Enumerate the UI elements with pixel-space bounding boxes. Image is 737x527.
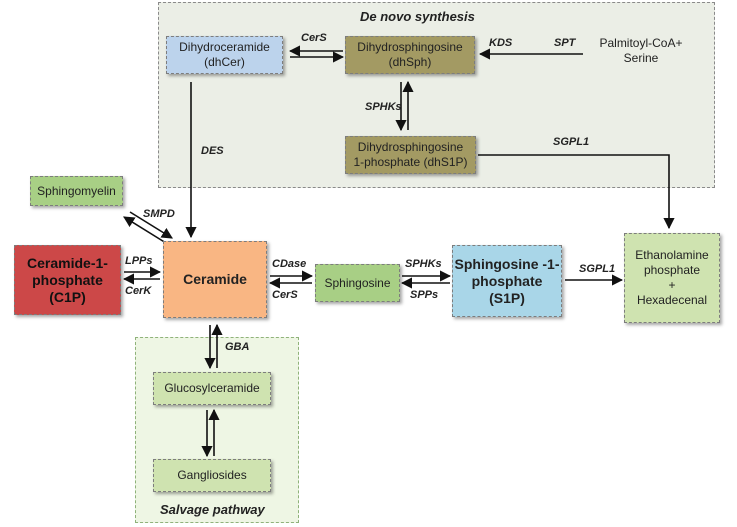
enzyme-spt: SPT: [554, 37, 576, 49]
node-gangliosides: Gangliosides: [153, 459, 271, 492]
enzyme-kds: KDS: [489, 37, 513, 49]
node-ceramide-1-phosphate: Ceramide-1-phosphate(C1P): [14, 245, 121, 315]
node-ceramide: Ceramide: [163, 241, 267, 318]
enzyme-smpd: SMPD: [143, 208, 175, 220]
arrow-dhs1p-to-ethanolamine: [478, 154, 675, 230]
node-palmitoyl-coa-serine: Palmitoyl-CoA+ Serine: [599, 36, 683, 65]
enzyme-gba: GBA: [225, 341, 250, 353]
enzyme-sgpl1-top: SGPL1: [553, 136, 590, 148]
arrow-sphingomyelin-to-ceramide: [129, 211, 173, 239]
node-sphingosine: Sphingosine: [315, 264, 400, 302]
enzyme-cers-mid: CerS: [272, 289, 298, 301]
enzyme-lpps: LPPs: [125, 255, 153, 267]
enzyme-des: DES: [201, 145, 224, 157]
salvage-pathway-label: Salvage pathway: [160, 502, 265, 517]
node-sphingosine-1-phosphate: Sphingosine -1-phosphate(S1P): [452, 245, 562, 317]
node-dihydroceramide: Dihydroceramide(dhCer): [166, 36, 283, 74]
node-sphingomyelin: Sphingomyelin: [30, 176, 123, 206]
enzyme-spps: SPPs: [410, 289, 439, 301]
enzyme-cers-top: CerS: [301, 32, 327, 44]
node-glucosylceramide: Glucosylceramide: [153, 372, 271, 405]
enzyme-sgpl1-mid: SGPL1: [579, 263, 616, 275]
node-dihydrosphingosine: Dihydrosphingosine(dhSph): [345, 36, 475, 74]
de-novo-synthesis-label: De novo synthesis: [360, 9, 475, 24]
arrow-ceramide-to-sphingomyelin: [123, 216, 167, 244]
enzyme-cerk: CerK: [125, 285, 152, 297]
enzyme-cdase: CDase: [272, 258, 307, 270]
enzyme-sphks-mid: SPHKs: [405, 258, 442, 270]
enzyme-sphks-top: SPHKs: [365, 101, 402, 113]
